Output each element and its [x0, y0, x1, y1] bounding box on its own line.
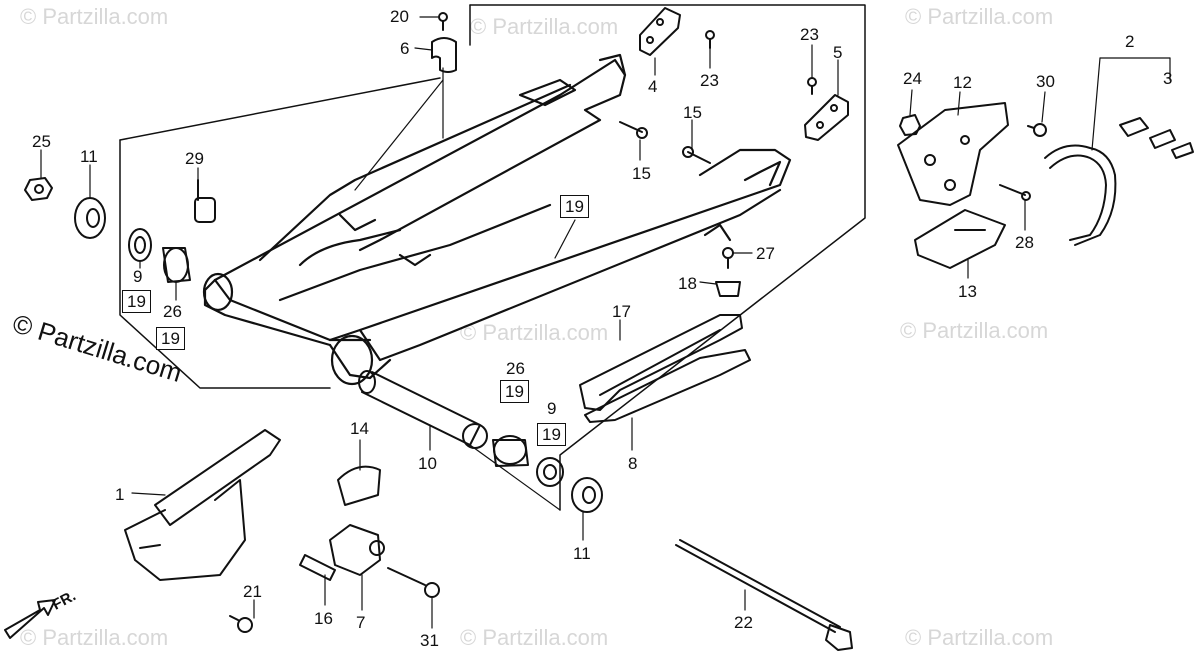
part-11-washer — [571, 477, 603, 513]
part-25-nut — [24, 177, 53, 201]
group-outline — [119, 139, 331, 389]
part-9-seal — [536, 457, 564, 487]
part-24-nut — [899, 114, 921, 136]
part-14-block — [337, 465, 381, 506]
callout-8[interactable]: 8 — [628, 454, 638, 473]
part-16-pin — [299, 554, 336, 581]
callout-29[interactable]: 29 — [185, 149, 204, 168]
callout-2[interactable]: 2 — [1125, 32, 1135, 51]
part-10-shaft — [358, 370, 488, 449]
part-29-fitting — [194, 179, 216, 223]
callout-5[interactable]: 5 — [833, 43, 843, 62]
callout-6[interactable]: 6 — [400, 39, 410, 58]
part-28-bolt — [999, 184, 1031, 201]
callout-13[interactable]: 13 — [958, 282, 977, 301]
callout-10[interactable]: 10 — [418, 454, 437, 473]
callout-28[interactable]: 28 — [1015, 233, 1034, 252]
leader-line — [469, 444, 561, 511]
callout-19-boxed[interactable]: 19 — [500, 380, 529, 403]
part-15-bolt — [619, 121, 648, 139]
callout-7[interactable]: 7 — [356, 613, 366, 632]
part-9-seal — [128, 228, 152, 262]
callout-25[interactable]: 25 — [32, 132, 51, 151]
callout-11[interactable]: 11 — [80, 147, 98, 166]
part-15-bolt — [682, 146, 711, 164]
callout-15[interactable]: 15 — [683, 103, 702, 122]
callout-14[interactable]: 14 — [350, 419, 369, 438]
callout-1[interactable]: 1 — [115, 485, 125, 504]
part-2-chain — [1044, 144, 1117, 246]
callout-19-boxed[interactable]: 19 — [537, 423, 566, 446]
callout-18[interactable]: 18 — [678, 274, 697, 293]
callout-4[interactable]: 4 — [648, 77, 658, 96]
part-12-guard — [897, 102, 1009, 206]
swingarm — [202, 53, 792, 386]
callout-19-boxed[interactable]: 19 — [122, 290, 151, 313]
callout-23[interactable]: 23 — [800, 25, 819, 44]
callout-3[interactable]: 3 — [1163, 69, 1173, 88]
part-21-bolt — [229, 615, 253, 633]
part-26-bushing — [492, 435, 529, 467]
part-22-axle — [675, 539, 853, 651]
part-23-screw — [705, 30, 715, 49]
part-27-bolt — [722, 247, 734, 269]
callout-23[interactable]: 23 — [700, 71, 719, 90]
callout-15[interactable]: 15 — [632, 164, 651, 183]
callout-26[interactable]: 26 — [163, 302, 182, 321]
part-4-plate — [639, 7, 681, 56]
part-30-bolt — [1027, 123, 1047, 137]
part-20-bolt — [438, 12, 448, 31]
group-outline — [119, 77, 441, 141]
callout-31[interactable]: 31 — [420, 631, 439, 650]
leader-line — [354, 79, 444, 191]
part-3-masterlink — [1119, 117, 1194, 159]
callout-19-boxed[interactable]: 19 — [156, 327, 185, 350]
callout-9[interactable]: 9 — [133, 267, 143, 286]
part-6-clamp — [431, 37, 457, 73]
callout-19-boxed[interactable]: 19 — [560, 195, 589, 218]
callout-17[interactable]: 17 — [612, 302, 631, 321]
callout-11[interactable]: 11 — [573, 544, 591, 563]
leader-line — [554, 219, 576, 259]
callout-16[interactable]: 16 — [314, 609, 333, 628]
part-31-bolt — [387, 567, 440, 598]
front-direction-arrow — [4, 599, 56, 639]
callout-27[interactable]: 27 — [756, 244, 775, 263]
part-18-collar — [715, 281, 741, 297]
part-26-bushing — [162, 247, 191, 283]
callout-22[interactable]: 22 — [734, 613, 753, 632]
part-7-bracket — [329, 524, 385, 576]
part-23-screw — [807, 77, 817, 95]
callout-30[interactable]: 30 — [1036, 72, 1055, 91]
callout-9[interactable]: 9 — [547, 399, 557, 418]
part-1-chaincase — [124, 429, 281, 581]
leader-lines — [40, 16, 1046, 629]
callout-12[interactable]: 12 — [953, 73, 972, 92]
leader-line — [1091, 57, 1101, 151]
callout-20[interactable]: 20 — [390, 7, 409, 26]
part-13-block — [914, 209, 1006, 269]
callout-21[interactable]: 21 — [243, 582, 262, 601]
callout-26[interactable]: 26 — [506, 359, 525, 378]
callout-24[interactable]: 24 — [903, 69, 922, 88]
group-outline — [469, 4, 866, 511]
part-17-slider — [579, 314, 751, 423]
part-11-washer — [74, 197, 106, 239]
part-5-plate — [804, 94, 849, 141]
